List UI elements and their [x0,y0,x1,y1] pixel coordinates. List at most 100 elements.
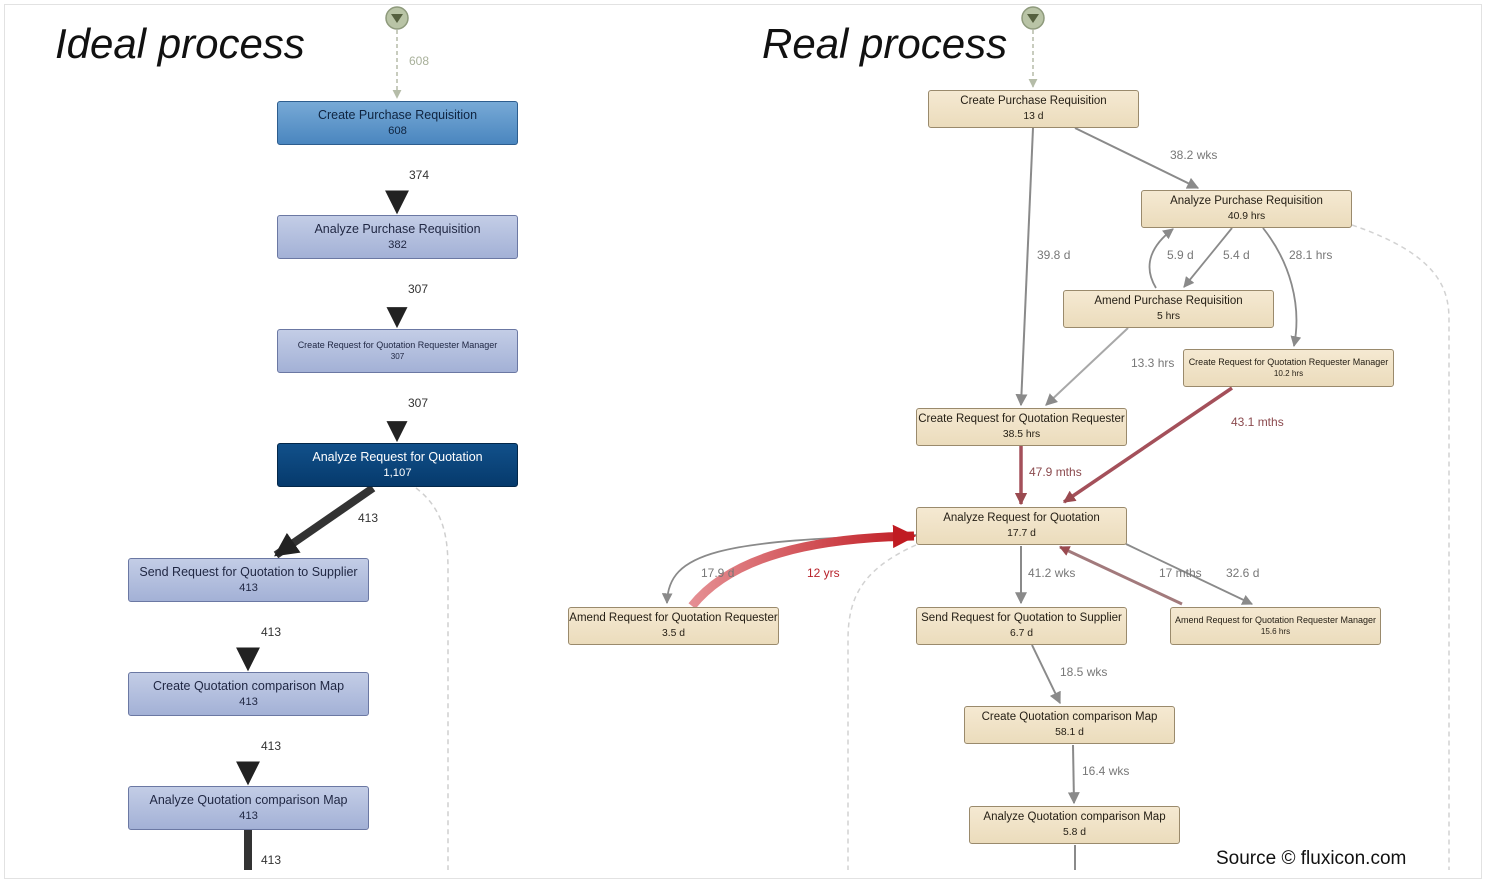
real-node-amend-rfq-requester-manager[interactable]: Amend Request for Quotation Requester Ma… [1170,607,1381,645]
real-edge-label: 38.2 wks [1170,148,1218,162]
node-duration: 6.7 d [1009,627,1033,639]
real-edge-label: 47.9 mths [1029,465,1082,479]
real-edge-label: 28.1 hrs [1289,248,1333,262]
real-edge-label: 12 yrs [807,566,840,580]
real-edge-43-1-mths [1062,386,1233,504]
real-process-title: Real process [762,20,1008,67]
real-edge-label: 32.6 d [1226,566,1260,580]
ideal-node-analyze-quotation-comparison-map[interactable]: Analyze Quotation comparison Map 413 [128,786,369,830]
node-duration: 10.2 hrs [1273,368,1304,378]
node-name: Create Quotation comparison Map [981,711,1158,724]
real-node-amend-purchase-requisition[interactable]: Amend Purchase Requisition 5 hrs [1063,290,1274,328]
node-duration: 38.5 hrs [1002,428,1041,440]
node-name: Send Request for Quotation to Supplier [139,564,358,579]
real-dashed-edge-right [1351,224,1450,870]
real-edge-12-yrs [688,524,917,609]
real-node-create-rfq-requester-manager[interactable]: Create Request for Quotation Requester M… [1183,349,1394,387]
real-node-analyze-rfq[interactable]: Analyze Request for Quotation 17.7 d [916,507,1127,545]
ideal-edge-label: 413 [358,511,379,525]
real-node-analyze-quotation-comparison-map[interactable]: Analyze Quotation comparison Map 5.8 d [969,806,1180,844]
ideal-node-create-purchase-requisition[interactable]: Create Purchase Requisition 608 [277,101,518,145]
real-start-node [1021,6,1045,30]
node-name: Create Request for Quotation Requester M… [1188,357,1389,368]
ideal-edge-label: 374 [409,168,430,182]
node-duration: 13 d [1023,110,1044,122]
real-edge-5-9-d [1148,228,1174,289]
node-name: Amend Request for Quotation Requester [569,612,778,625]
ideal-node-analyze-purchase-requisition[interactable]: Analyze Purchase Requisition 382 [277,215,518,259]
node-count: 413 [239,809,258,822]
real-edge-39-8-d [1015,127,1034,407]
node-name: Analyze Purchase Requisition [314,221,481,236]
ideal-process-title: Ideal process [55,20,305,67]
real-edge-28-1-hrs [1262,227,1302,348]
node-name: Send Request for Quotation to Supplier [921,612,1122,625]
real-edge-label: 13.3 hrs [1131,356,1175,370]
real-dashed-edge-left [847,544,917,870]
node-duration: 40.9 hrs [1227,210,1266,222]
node-name: Create Quotation comparison Map [152,678,345,693]
node-name: Create Purchase Requisition [960,95,1107,108]
real-edge-18-5-wks [1031,644,1061,705]
node-count: 307 [390,351,405,361]
ideal-edge-label: 413 [261,739,282,753]
ideal-edge-4 [273,484,376,559]
real-edge-38-2-wks [1074,127,1200,189]
node-count: 413 [239,695,258,708]
ideal-start-node [385,6,409,30]
node-name: Create Purchase Requisition [317,107,478,122]
ideal-edge-label: 307 [408,396,429,410]
node-count: 413 [239,581,258,594]
real-edge-32-6-d [1125,543,1253,605]
node-duration: 17.7 d [1007,527,1036,539]
ideal-node-analyze-rfq[interactable]: Analyze Request for Quotation 1,107 [277,443,518,487]
real-node-create-purchase-requisition[interactable]: Create Purchase Requisition 13 d [928,90,1139,128]
node-name: Amend Purchase Requisition [1094,295,1243,308]
real-edge-label: 17.9 d [701,566,735,580]
real-edge-16-4-wks [1067,744,1080,805]
node-name: Amend Request for Quotation Requester Ma… [1174,615,1377,626]
node-count: 382 [388,238,407,251]
real-edge-label: 18.5 wks [1060,665,1108,679]
real-node-create-quotation-comparison-map[interactable]: Create Quotation comparison Map 58.1 d [964,706,1175,744]
ideal-edge-label: 413 [261,853,282,867]
real-edge-label: 16.4 wks [1082,764,1130,778]
ideal-node-send-rfq-to-supplier[interactable]: Send Request for Quotation to Supplier 4… [128,558,369,602]
ideal-node-create-quotation-comparison-map[interactable]: Create Quotation comparison Map 413 [128,672,369,716]
node-name: Create Request for Quotation Requester M… [297,340,498,351]
node-name: Analyze Quotation comparison Map [149,792,348,807]
node-duration: 3.5 d [661,627,685,639]
node-count: 608 [388,124,407,137]
real-edge-13-3-hrs [1045,327,1129,406]
node-count: 1,107 [383,466,412,479]
node-name: Analyze Request for Quotation [312,449,483,464]
ideal-node-create-rfq-requester-manager[interactable]: Create Request for Quotation Requester M… [277,329,518,373]
real-node-send-rfq-to-supplier[interactable]: Send Request for Quotation to Supplier 6… [916,607,1127,645]
real-node-create-rfq-requester[interactable]: Create Request for Quotation Requester 3… [916,408,1127,446]
ideal-start-edge-label: 608 [409,54,430,68]
ideal-edge-label: 413 [261,625,282,639]
real-edge-label: 39.8 d [1037,248,1071,262]
node-name: Analyze Purchase Requisition [1170,195,1323,208]
node-duration: 58.1 d [1055,726,1084,738]
node-duration: 15.6 hrs [1260,626,1291,636]
ideal-dashed-end-edge [415,487,449,870]
real-edge-label: 41.2 wks [1028,566,1076,580]
real-edge-label: 17 mths [1159,566,1202,580]
real-edge-label: 5.9 d [1167,248,1194,262]
real-node-analyze-purchase-requisition[interactable]: Analyze Purchase Requisition 40.9 hrs [1141,190,1352,228]
real-node-amend-rfq-requester[interactable]: Amend Request for Quotation Requester 3.… [568,607,779,645]
node-duration: 5 hrs [1157,310,1180,322]
source-credit: Source © fluxicon.com [1216,848,1407,869]
ideal-edge-label: 307 [408,282,429,296]
node-name: Create Request for Quotation Requester [918,413,1125,426]
real-edge-label: 43.1 mths [1231,415,1284,429]
slide-frame [4,4,1482,879]
real-edge-17-mths [1059,545,1183,606]
real-edge-5-4-d [1183,227,1233,288]
node-name: Analyze Request for Quotation [943,512,1100,525]
node-duration: 5.8 d [1062,826,1086,838]
real-edge-label: 5.4 d [1223,248,1250,262]
node-name: Analyze Quotation comparison Map [983,811,1166,824]
